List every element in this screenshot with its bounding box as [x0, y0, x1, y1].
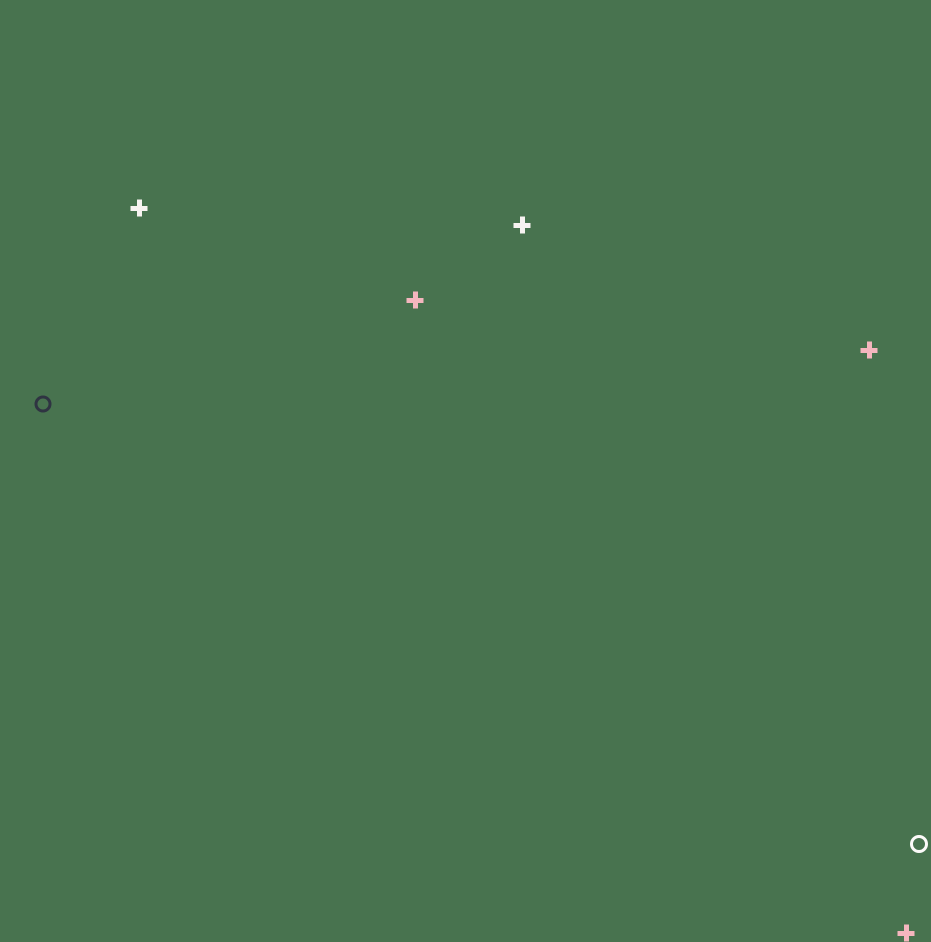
- white-plus-sprite-2[interactable]: [514, 217, 531, 234]
- white-ring-sprite[interactable]: [910, 835, 928, 853]
- pink-plus-sprite-2[interactable]: [861, 342, 878, 359]
- dark-ring-sprite[interactable]: [34, 395, 52, 413]
- pink-plus-sprite-3[interactable]: [898, 925, 915, 942]
- white-plus-sprite-1[interactable]: [131, 200, 148, 217]
- pink-plus-sprite-1[interactable]: [407, 292, 424, 309]
